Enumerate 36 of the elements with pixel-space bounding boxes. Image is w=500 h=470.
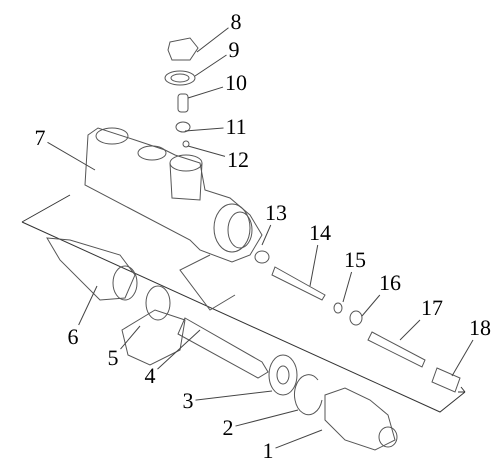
leader-line	[157, 330, 200, 370]
callout-number: 12	[227, 149, 249, 171]
callout-number: 8	[230, 11, 242, 33]
leader-line	[184, 127, 224, 132]
callout-number: 3	[182, 390, 194, 412]
callout-number: 13	[265, 202, 287, 224]
callout-number: 9	[228, 39, 240, 61]
callout-number: 16	[379, 272, 401, 294]
leader-line	[78, 286, 98, 326]
leader-line	[235, 410, 298, 427]
leader-line	[188, 86, 224, 98]
callout-number: 10	[225, 72, 247, 94]
leader-line	[262, 224, 272, 246]
callout-number: 11	[226, 116, 247, 138]
leader-line	[195, 390, 272, 401]
leader-line	[310, 244, 318, 286]
leader-line	[120, 326, 140, 350]
callout-number: 17	[421, 297, 443, 319]
callout-number: 15	[344, 249, 366, 271]
leader-line	[275, 430, 322, 449]
leader-line	[188, 146, 226, 157]
callout-number: 18	[469, 317, 491, 339]
callout-number: 14	[309, 222, 331, 244]
callout-number: 2	[222, 417, 234, 439]
callout-number: 4	[144, 365, 156, 387]
leader-line	[196, 27, 229, 52]
leader-line	[362, 294, 380, 316]
callout-number: 5	[108, 347, 118, 369]
callout-number: 1	[262, 440, 274, 462]
callout-number: 6	[68, 326, 78, 348]
leader-line	[194, 54, 227, 76]
leader-line	[400, 320, 420, 340]
leader-line	[47, 142, 96, 170]
leader-line	[452, 340, 474, 376]
callout-number: 7	[34, 127, 46, 149]
leader-line	[342, 272, 352, 302]
